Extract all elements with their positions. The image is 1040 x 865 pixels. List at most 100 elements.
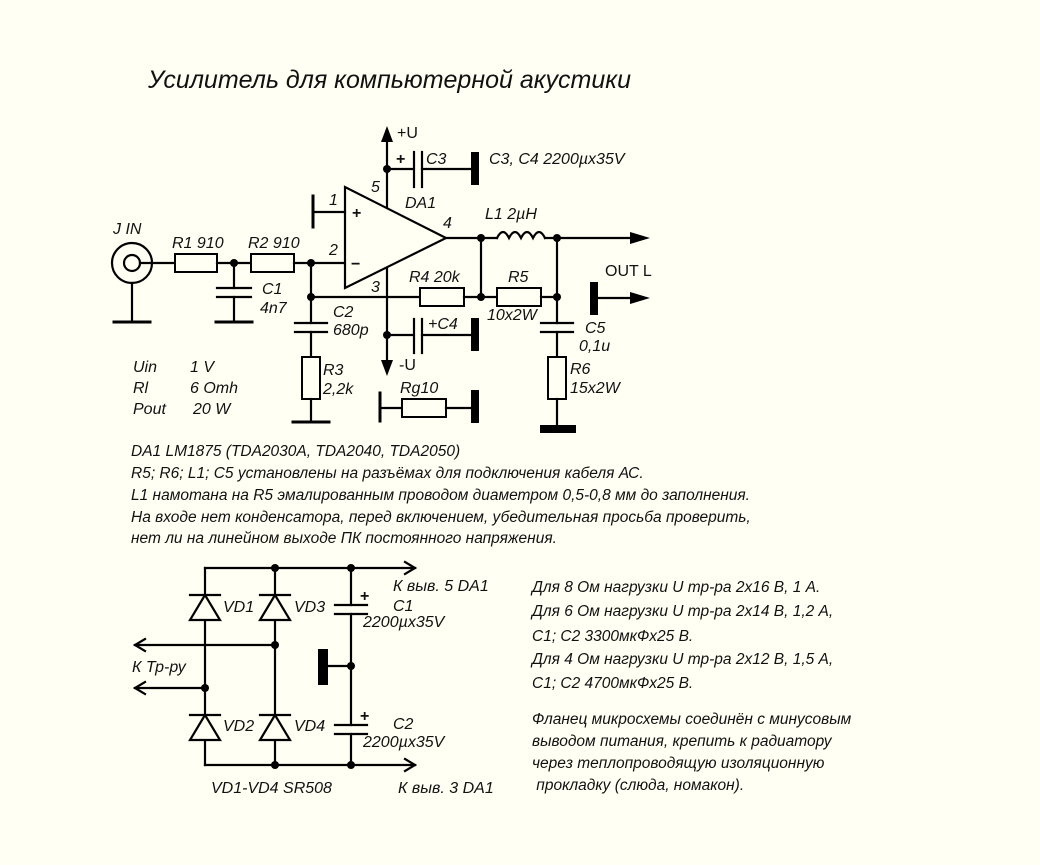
mounting-note-line: через теплопроводящую изоляционную <box>532 755 825 772</box>
mounting-note-block: Фланец микросхемы соединён с минусовым в… <box>532 711 852 794</box>
psu-c2-capacitor <box>333 723 369 736</box>
notes-block: DA1 LM1875 (TDA2030A, TDA2040, TDA2050) … <box>131 443 751 547</box>
mounting-note-line: прокладку (слюда, номакон). <box>532 777 744 794</box>
note-line: R5; R6; L1; C5 установлены на разъёмах д… <box>131 465 644 482</box>
opamp-plus: + <box>352 205 361 222</box>
amplifier-circuit: J IN R1 910 C1 4n7 R2 910 C2 680p <box>110 125 652 433</box>
psu-c2-value: 2200µx35V <box>362 734 446 751</box>
da1-opamp <box>343 185 449 290</box>
vd3-diode <box>258 592 292 622</box>
j-in-label: J IN <box>112 221 142 238</box>
r3-resistor <box>301 356 321 400</box>
pin2-label: 2 <box>328 242 338 259</box>
load-option-line: С1; С2 4700мкФx25 В. <box>532 675 693 692</box>
c2-name: C2 <box>333 304 354 321</box>
spec-name: Uin <box>133 359 157 376</box>
opamp-minus: − <box>351 256 360 273</box>
c4-label: +C4 <box>428 316 458 333</box>
vd4-diode <box>258 712 292 742</box>
spec-value: 6 Omh <box>190 380 238 397</box>
psu-c1-name: C1 <box>393 598 413 615</box>
vd1-diode <box>188 592 222 622</box>
c1-value: 4n7 <box>260 300 288 317</box>
pin4-label: 4 <box>443 215 452 232</box>
vd1-label: VD1 <box>223 599 254 616</box>
load-option-line: Для 8 Ом нагрузки U тр-ра 2x16 В, 1 А. <box>530 579 820 596</box>
c1-capacitor <box>214 261 254 324</box>
input-jack <box>110 241 177 324</box>
c3-ground-bar <box>471 152 479 185</box>
r6-resistor <box>547 356 567 400</box>
c2-capacitor <box>293 321 329 359</box>
plus-u-arrow <box>381 126 393 142</box>
load-options-block: Для 8 Ом нагрузки U тр-ра 2x16 В, 1 А. Д… <box>530 579 833 692</box>
r5-name: R5 <box>508 269 529 286</box>
l1-inductor <box>495 230 547 241</box>
c3-plus: + <box>396 151 405 168</box>
c5-value: 0,1u <box>579 338 610 355</box>
rg-ground-bar <box>471 390 479 423</box>
spec-name: Pout <box>133 401 166 418</box>
r1-label: R1 910 <box>172 235 224 252</box>
psu-c1-capacitor <box>333 603 369 616</box>
note-line: DA1 LM1875 (TDA2030A, TDA2040, TDA2050) <box>131 443 460 460</box>
to-pin3-label: К выв. 3 DA1 <box>398 780 494 797</box>
vd2-label: VD2 <box>223 718 254 735</box>
plus-u-label: +U <box>397 125 418 142</box>
r2-resistor <box>250 253 295 273</box>
c4-capacitor <box>412 317 424 355</box>
to-pin5-label: К выв. 5 DA1 <box>393 578 489 595</box>
r4-label: R4 20k <box>409 269 461 286</box>
l1-label: L1 2µH <box>485 206 537 223</box>
r2-label: R2 910 <box>248 235 300 252</box>
r5-resistor <box>496 287 542 307</box>
rg-label: Rg10 <box>400 380 438 397</box>
spec-name: Rl <box>133 380 149 397</box>
r5-value: 10x2W <box>487 307 539 324</box>
load-option-line: Для 4 Ом нагрузки U тр-ра 2x12 В, 1,5 А, <box>530 651 833 668</box>
rg-resistor <box>401 398 447 418</box>
load-option-line: С1; С2 3300мкФx25 В. <box>532 628 693 645</box>
pin1-label: 1 <box>329 192 338 209</box>
note-line: L1 намотана на R5 эмалированным проводом… <box>131 487 750 504</box>
power-supply-circuit: VD1 VD3 VD2 VD4 К Тр-ру + + К выв. 5 DA1… <box>132 560 494 797</box>
r3-name: R3 <box>323 362 344 379</box>
c3-capacitor <box>412 150 424 189</box>
da1-label: DA1 <box>405 195 436 212</box>
psu-c2-plus: + <box>360 708 369 725</box>
out-l-ground-bar <box>590 282 598 315</box>
mounting-note-line: выводом питания, крепить к радиатору <box>532 733 833 750</box>
spec-list: Uin 1 V Rl 6 Omh Pout 20 W <box>133 359 238 418</box>
minus-u-label: -U <box>399 357 416 374</box>
note-line: На входе нет конденсатора, перед включен… <box>131 509 751 526</box>
output-arrow <box>630 232 650 244</box>
c1-name: C1 <box>262 281 282 298</box>
load-option-line: Для 6 Ом нагрузки U тр-ра 2x14 В, 1,2 А, <box>530 603 833 620</box>
to-trafo-label: К Тр-ру <box>132 659 187 676</box>
r3-value: 2,2k <box>322 381 354 398</box>
pin3-label: 3 <box>371 279 380 296</box>
c3-label: C3 <box>426 151 447 168</box>
note-line: нет ли на линейном выходе ПК постоянного… <box>131 530 557 547</box>
r1-resistor <box>174 253 218 273</box>
c2-value: 680p <box>333 322 369 339</box>
psu-ground-bar <box>318 649 328 685</box>
vd3-label: VD3 <box>294 599 325 616</box>
psu-c1-value: 2200µx35V <box>362 614 446 631</box>
out-l-arrow <box>630 292 650 304</box>
c5-capacitor <box>539 321 575 359</box>
out-l-label: OUT L <box>605 263 652 280</box>
spec-value: 1 V <box>190 359 215 376</box>
r6-name: R6 <box>570 361 591 378</box>
r4-resistor <box>419 287 465 307</box>
minus-u-arrow <box>381 360 393 376</box>
mounting-note-line: Фланец микросхемы соединён с минусовым <box>532 711 852 728</box>
page-title: Усилитель для компьютерной акустики <box>147 66 631 94</box>
diodes-part-label: VD1-VD4 SR508 <box>211 780 332 797</box>
c3-c4-value: C3, C4 2200µx35V <box>489 151 626 168</box>
pin5-label: 5 <box>371 179 380 196</box>
vd2-diode <box>188 712 222 742</box>
c4-ground-bar <box>471 318 479 351</box>
